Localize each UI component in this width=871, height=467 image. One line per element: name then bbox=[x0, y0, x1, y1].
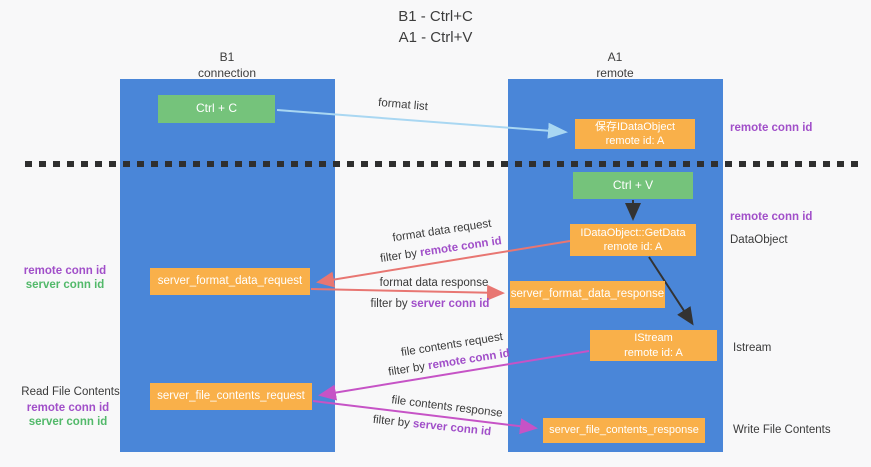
node-server-file-contents-request-label: server_file_contents_request bbox=[157, 390, 305, 403]
filter-prefix-2: filter by bbox=[370, 298, 411, 310]
node-ctrl-v: Ctrl + V bbox=[573, 172, 693, 199]
node-server-format-data-request: server_format_data_request bbox=[150, 268, 310, 295]
node-save-idataobject-line2: remote id: A bbox=[605, 135, 665, 147]
filter-prefix-3: filter by bbox=[387, 360, 430, 379]
right-label-istream: Istream bbox=[733, 342, 772, 354]
left-remote-conn-id-1: remote conn id bbox=[23, 265, 107, 277]
edge-label-format-list: format list bbox=[377, 96, 429, 114]
phase-separator-dashed-line bbox=[25, 161, 862, 167]
edge-label-format-data-response: format data response bbox=[379, 277, 489, 289]
node-ctrl-c-label: Ctrl + C bbox=[195, 101, 237, 116]
left-label-conn-ids-top: remote conn id server conn id bbox=[15, 264, 115, 293]
left-server-conn-id-2: server conn id bbox=[28, 416, 108, 429]
left-remote-conn-id-2: remote conn id bbox=[26, 402, 110, 414]
filter-prefix-4: filter by bbox=[372, 413, 414, 430]
node-istream-line1: IStream bbox=[634, 332, 673, 345]
arrow-format-data-response bbox=[310, 284, 505, 301]
node-idataobject-getdata-line1: IDataObject::GetData bbox=[580, 226, 686, 239]
node-istream-line2: remote id: A bbox=[624, 346, 683, 359]
right-label-remote-conn-id-top: remote conn id bbox=[730, 122, 813, 134]
edge-label-filter-server-2: filter by server conn id bbox=[372, 414, 491, 438]
edge-label-filter-server-1: filter by server conn id bbox=[371, 298, 490, 310]
node-server-format-data-request-label: server_format_data_request bbox=[157, 275, 303, 288]
diagram-title: B1 - Ctrl+C A1 - Ctrl+V bbox=[0, 6, 871, 48]
left-column-title: B1 bbox=[219, 50, 235, 64]
title-line-1: B1 - Ctrl+C bbox=[398, 8, 473, 25]
node-ctrl-c: Ctrl + C bbox=[158, 95, 275, 123]
node-idataobject-getdata: IDataObject::GetData remote id: A bbox=[570, 224, 696, 256]
node-idataobject-getdata-line2: remote id: A bbox=[603, 241, 663, 253]
left-column-header: B1 connection bbox=[167, 50, 287, 81]
right-column-title: A1 bbox=[607, 50, 623, 64]
node-save-idataobject: 保存IDataObject remote id: A bbox=[575, 119, 695, 149]
node-server-format-data-response: server_format_data_response bbox=[510, 281, 665, 308]
right-label-write-file-contents: Write File Contents bbox=[733, 424, 831, 436]
node-server-file-contents-request: server_file_contents_request bbox=[150, 383, 312, 410]
filter-server-conn-id-2: server conn id bbox=[412, 418, 492, 439]
left-label-read-file-contents: Read File Contents bbox=[21, 386, 120, 398]
right-column-header: A1 remote bbox=[555, 50, 675, 81]
filter-server-conn-id-1: server conn id bbox=[410, 298, 490, 310]
filter-prefix-1: filter by bbox=[379, 247, 422, 266]
title-line-2: A1 - Ctrl+V bbox=[398, 29, 473, 46]
node-server-format-data-response-label: server_format_data_response bbox=[510, 288, 665, 301]
right-label-dataobject: DataObject bbox=[730, 234, 788, 246]
left-server-conn-id-1: server conn id bbox=[25, 279, 105, 292]
left-label-conn-ids-bottom: remote conn id server conn id bbox=[18, 401, 118, 430]
node-ctrl-v-label: Ctrl + V bbox=[612, 177, 654, 192]
node-istream: IStream remote id: A bbox=[590, 330, 717, 361]
right-column-subtitle: remote bbox=[596, 65, 634, 80]
node-server-file-contents-response-label: server_file_contents_response bbox=[549, 424, 699, 437]
node-server-file-contents-response: server_file_contents_response bbox=[543, 418, 705, 443]
edge-label-file-contents-response: file contents response bbox=[390, 394, 504, 420]
left-column-subtitle: connection bbox=[197, 65, 257, 80]
right-label-remote-conn-id-mid: remote conn id bbox=[730, 211, 813, 223]
node-save-idataobject-line1: 保存IDataObject bbox=[594, 120, 676, 133]
